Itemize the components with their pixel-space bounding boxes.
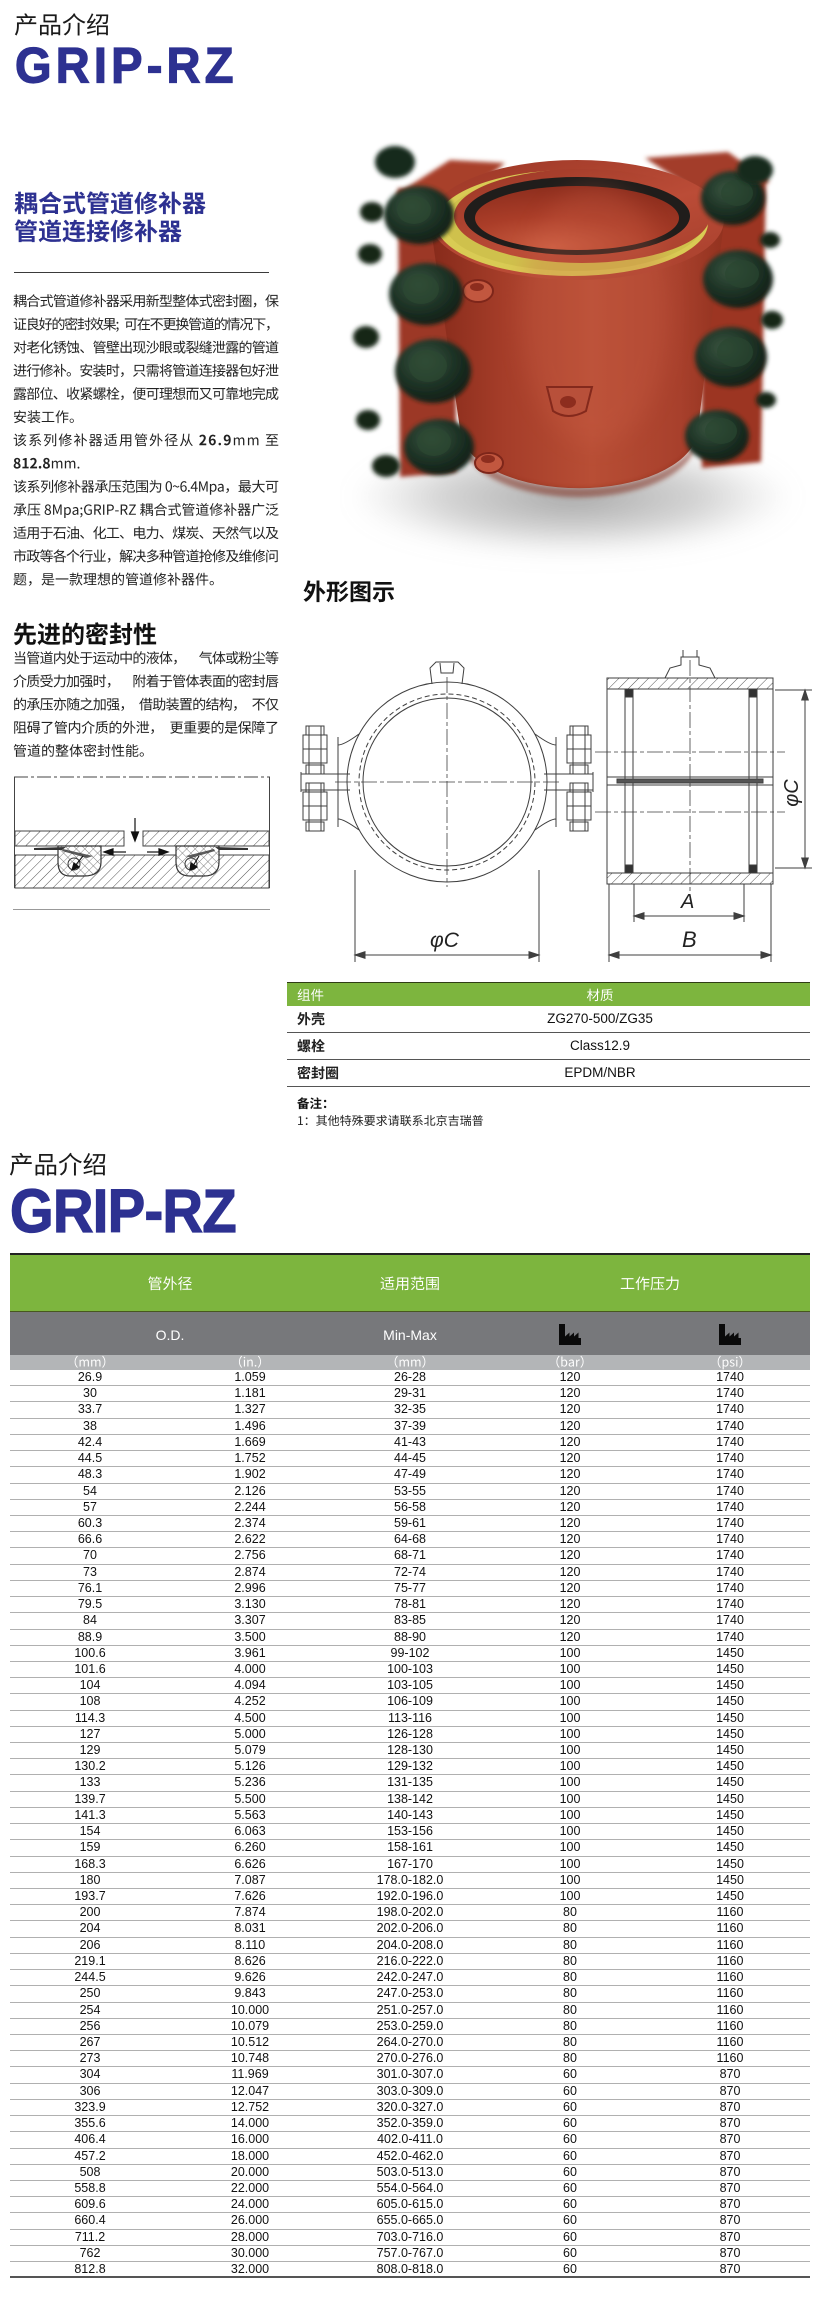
svg-text:B: B: [682, 927, 697, 952]
svg-text:φC: φC: [430, 929, 460, 952]
svg-text:A: A: [680, 891, 694, 913]
svg-text:φC: φC: [781, 779, 803, 807]
